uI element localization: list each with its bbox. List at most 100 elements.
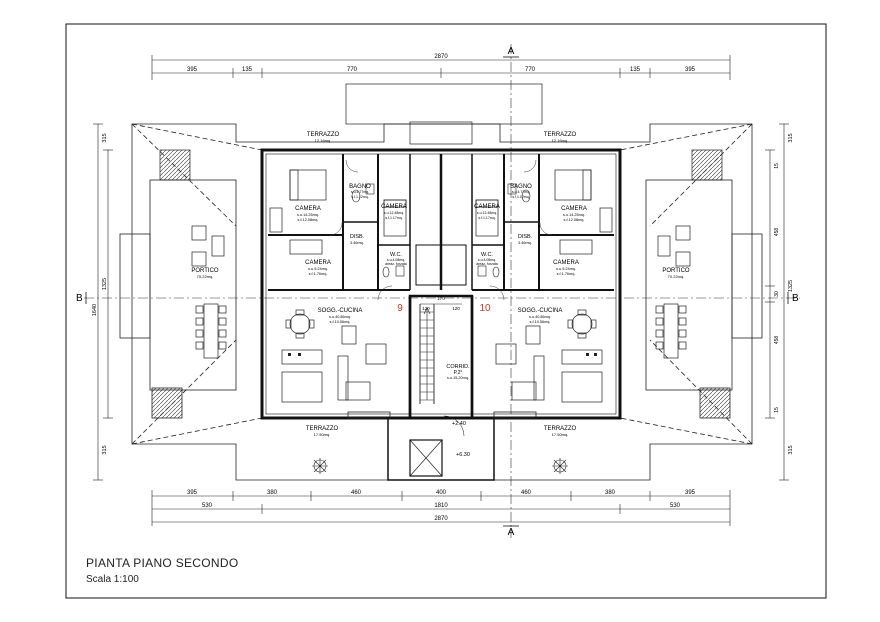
room-area: s.u.40.86mq.	[529, 315, 551, 319]
dim-top-seg: 770	[525, 67, 536, 73]
dim-stair: 170	[437, 296, 445, 301]
sheet-border	[65, 23, 827, 599]
title-block: PIANTA PIANO SECONDO Scala 1:100	[86, 556, 238, 585]
room-area: s.u.4.77mq.	[512, 190, 530, 194]
dim-bottom: 1810	[434, 503, 448, 509]
level-lift: +6.30	[456, 452, 470, 458]
room-labels: TERRAZZO 12.16mq. TERRAZZO 12.16mq. CAME…	[191, 132, 690, 437]
dim-top-seg: 135	[242, 67, 253, 73]
room-area: s.u.4.08mq.	[387, 258, 405, 262]
dim-top-seg: 135	[630, 67, 641, 73]
room-area: s.f.1.76mq.	[309, 272, 328, 276]
room-name: TERRAZZO	[544, 132, 577, 138]
room-area: s.f.1.17mq.	[478, 216, 495, 220]
room-name: BAGNO	[349, 184, 371, 190]
dim-top-total: 2870	[434, 54, 448, 60]
section-marker-a-bottom: A	[508, 527, 515, 538]
room-area: s.f.10.56mq.	[330, 320, 351, 324]
room-level: P.2°	[454, 370, 463, 376]
room-name: BAGNO	[510, 184, 532, 190]
room-area: s.u.4.08mq.	[478, 258, 496, 262]
room-area: 70.22mq.	[668, 274, 685, 279]
dim-left: 1640	[92, 304, 98, 316]
room-name: CORRID.	[446, 364, 470, 370]
dim-right: 30	[774, 291, 780, 297]
dim-bottom: 460	[351, 490, 362, 496]
unit-number-left: 9	[397, 303, 403, 314]
dim-bottom: 400	[436, 490, 447, 496]
dim-right: 15	[774, 163, 780, 169]
plant-icon	[312, 458, 568, 474]
room-area: s.f.12.08mq.	[298, 218, 319, 222]
room-name: W.C.	[390, 252, 402, 258]
room-name: DISB.	[518, 234, 533, 240]
room-name: SOGG.-CUCINA	[518, 308, 563, 314]
room-name: W.C.	[481, 252, 493, 258]
living-furniture	[281, 309, 603, 403]
level-stair: +2.40	[452, 421, 466, 427]
room-area: s.u.12.48mq.	[477, 211, 497, 215]
room-area: s.u.9.24mq.	[308, 267, 328, 271]
room-name: TERRAZZO	[306, 426, 339, 432]
room-name: DISB.	[350, 234, 365, 240]
dim-bottom: 380	[605, 490, 616, 496]
building-walls	[260, 148, 622, 420]
room-area: s.u.40.86mq.	[329, 315, 351, 319]
stair-core	[419, 303, 462, 404]
dim-bottom: 395	[187, 490, 198, 496]
dim-top-seg: 395	[685, 67, 696, 73]
room-area: s.f.1.76mq.	[557, 272, 576, 276]
bottom-dimensions	[151, 490, 731, 526]
room-area: s.f.1.17mq.	[385, 216, 402, 220]
bedroom-furniture	[269, 169, 613, 255]
portico-furniture	[191, 225, 691, 359]
room-area: s.f.1.12mq.	[351, 195, 368, 199]
room-name: CAMERA	[474, 204, 500, 210]
dim-bottom: 530	[670, 503, 681, 509]
dim-stair: 120	[452, 306, 460, 311]
dim-top-seg: 395	[187, 67, 198, 73]
room-area: 17.50mq.	[552, 432, 569, 437]
room-name: CAMERA	[381, 204, 407, 210]
room-area: 12.16mq.	[315, 138, 332, 143]
room-name: CAMERA	[561, 206, 587, 212]
dim-left: 315	[102, 445, 108, 454]
left-dimensions	[93, 123, 113, 481]
room-name: CAMERA	[553, 260, 579, 266]
dim-bottom: 460	[521, 490, 532, 496]
dim-right-outer: 1325	[788, 280, 794, 292]
dim-bottom-total: 2870	[434, 516, 448, 522]
room-area: s.u.14.25mq.	[563, 213, 585, 217]
dim-bottom: 395	[685, 490, 696, 496]
dim-bottom: 530	[202, 503, 213, 509]
room-area: 3.46mq.	[518, 241, 532, 245]
room-area: 17.50mq.	[314, 432, 331, 437]
drawing-title: PIANTA PIANO SECONDO	[86, 556, 239, 570]
room-area: 70.22mq.	[197, 274, 214, 279]
room-name: CAMERA	[295, 206, 321, 212]
dim-right: 458	[774, 336, 780, 345]
bathroom-fixtures	[351, 183, 531, 278]
dim-stair: 120	[422, 306, 430, 311]
room-area: s.u.15.20mq.	[447, 376, 469, 380]
room-area: s.f.10.56mq.	[530, 320, 551, 324]
dim-right: 15	[774, 407, 780, 413]
room-name: SOGG.-CUCINA	[318, 308, 363, 314]
room-area: s.f.1.12mq.	[512, 195, 529, 199]
right-dimensions	[765, 123, 789, 481]
room-name: CAMERA	[305, 260, 331, 266]
room-name: PORTICO	[191, 268, 219, 274]
room-area: s.u.12.48mq.	[384, 211, 404, 215]
dim-bottom: 380	[267, 490, 278, 496]
room-area: 12.16mq.	[552, 138, 569, 143]
dim-right: 458	[774, 228, 780, 237]
top-dimensions	[151, 55, 731, 80]
dim-right-outer: 315	[788, 133, 794, 142]
room-area: s.u.4.77mq.	[351, 190, 369, 194]
section-marker-b-right: B	[792, 293, 799, 304]
room-area: s.u.9.24mq.	[556, 267, 576, 271]
room-area: s.u.14.25mq.	[297, 213, 319, 217]
room-name: TERRAZZO	[544, 426, 577, 432]
room-name: TERRAZZO	[307, 132, 340, 138]
